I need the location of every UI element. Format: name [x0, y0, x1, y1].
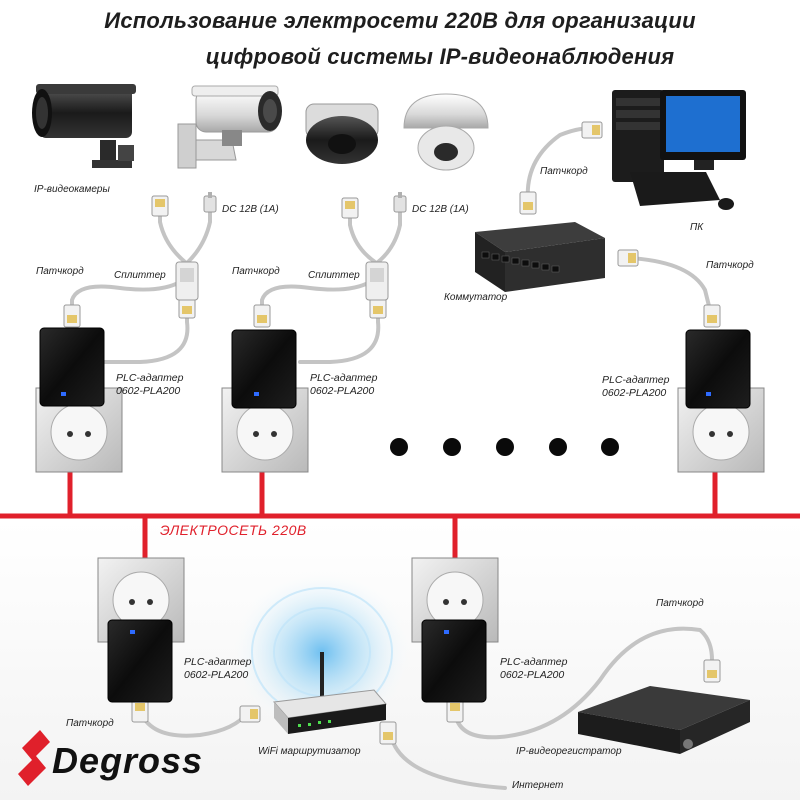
dome-camera-black	[305, 103, 379, 164]
title-line-1: Использование электросети 220В для орган…	[104, 8, 696, 33]
plc-3-name: PLC-адаптер	[602, 374, 670, 386]
label-patchcord-pc: Патчкорд	[540, 166, 588, 177]
ellipsis-dot	[549, 438, 567, 456]
dc-plug-connectors	[203, 192, 407, 213]
degross-logo-mark	[18, 730, 50, 786]
ip-video-recorder	[578, 686, 750, 754]
ellipsis-dot	[390, 438, 408, 456]
label-plc-3: PLC-адаптер 0602-PLA200	[602, 374, 670, 400]
bullet-camera-black	[32, 84, 136, 168]
label-power-grid: ЭЛЕКТРОСЕТЬ 220В	[160, 522, 307, 538]
ellipsis-dot	[496, 438, 514, 456]
label-pc: ПК	[690, 222, 704, 233]
label-dc-power-1: DC 12В (1А)	[222, 204, 279, 215]
plc-2-model: 0602-PLA200	[310, 385, 375, 397]
plc-adapter-bottom-left	[107, 619, 173, 703]
label-nvr: IP-видеорегистратор	[516, 746, 622, 757]
label-internet: Интернет	[512, 780, 564, 791]
title-line-2: цифровой системы IP-видеонаблюдения	[205, 44, 675, 69]
label-switch: Коммутатор	[444, 292, 508, 303]
label-patchcord-nvr: Патчкорд	[656, 598, 704, 609]
label-plc-2: PLC-адаптер 0602-PLA200	[310, 372, 378, 398]
plc-5-model: 0602-PLA200	[500, 669, 565, 681]
label-patchcord-2: Патчкорд	[232, 266, 280, 277]
plc-2-name: PLC-адаптер	[310, 372, 378, 384]
plc-4-name: PLC-адаптер	[184, 656, 252, 668]
ellipsis-dot	[601, 438, 619, 456]
plc-adapter-right	[685, 329, 751, 409]
network-switch	[475, 222, 605, 292]
ellipsis-dot	[443, 438, 461, 456]
splitter-devices	[175, 261, 389, 301]
plc-4-model: 0602-PLA200	[184, 669, 249, 681]
bullet-camera-white	[177, 85, 282, 169]
label-patchcord-1: Патчкорд	[36, 266, 84, 277]
plc-adapter-mid	[231, 329, 297, 409]
plc-adapter-left	[39, 327, 105, 407]
socket-left	[35, 387, 123, 473]
plc-adapter-bottom-right	[421, 619, 487, 703]
label-splitter-2: Сплиттер	[308, 270, 360, 281]
label-plc-1: PLC-адаптер 0602-PLA200	[116, 372, 184, 398]
plc-1-model: 0602-PLA200	[116, 385, 181, 397]
plc-1-name: PLC-адаптер	[116, 372, 184, 384]
label-patchcord-router: Патчкорд	[66, 718, 114, 729]
label-dc-power-2: DC 12В (1А)	[412, 204, 469, 215]
label-plc-4: PLC-адаптер 0602-PLA200	[184, 656, 252, 682]
plc-3-model: 0602-PLA200	[602, 387, 667, 399]
label-plc-5: PLC-адаптер 0602-PLA200	[500, 656, 568, 682]
wifi-router	[272, 652, 387, 734]
power-grid-lines	[0, 472, 800, 558]
pc-computer	[612, 90, 746, 210]
brand-logo-text: Degross	[52, 740, 204, 781]
label-splitter-1: Сплиттер	[114, 270, 166, 281]
patch-cables	[70, 126, 714, 790]
label-patchcord-switch: Патчкорд	[706, 260, 754, 271]
label-wifi-router: WiFi маршрутизатор	[258, 746, 361, 757]
plc-5-name: PLC-адаптер	[500, 656, 568, 668]
label-ip-cameras: IP-видеокамеры	[34, 184, 110, 195]
dome-camera-white	[403, 93, 489, 171]
